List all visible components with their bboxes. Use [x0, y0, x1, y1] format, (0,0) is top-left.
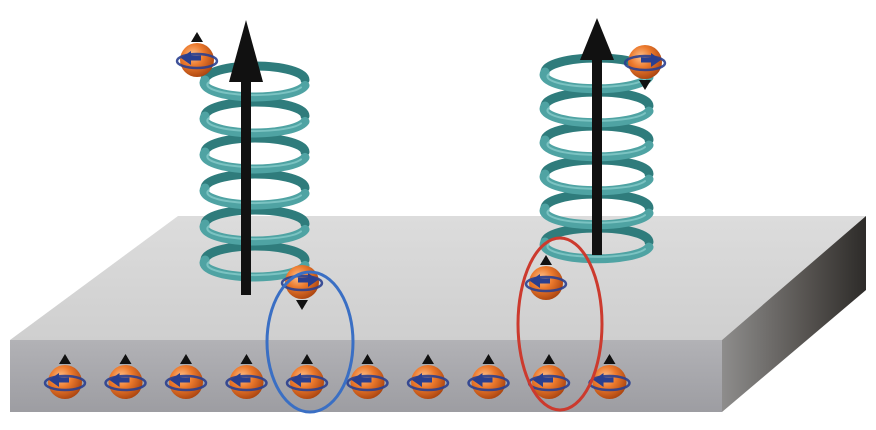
blue-ellipse [265, 270, 355, 414]
tunneling-electron-red [524, 255, 568, 300]
slab-top-face [10, 216, 866, 340]
floating-electron-left [175, 32, 219, 77]
edge-electron [406, 354, 450, 399]
right-field-arrow [580, 18, 614, 255]
edge-electron [164, 354, 208, 399]
electrons-layer [43, 32, 667, 399]
edge-electron [588, 354, 631, 399]
edge-electron [467, 354, 510, 399]
slab-side-face [722, 216, 866, 412]
red-ellipse [516, 236, 604, 412]
edge-electron [225, 354, 268, 399]
left-field-arrow [229, 20, 263, 295]
edge-electron [285, 354, 329, 399]
edge-electron [104, 354, 147, 399]
edge-electron [43, 354, 87, 399]
floating-electron-right [623, 45, 667, 90]
edge-electron [346, 354, 389, 399]
